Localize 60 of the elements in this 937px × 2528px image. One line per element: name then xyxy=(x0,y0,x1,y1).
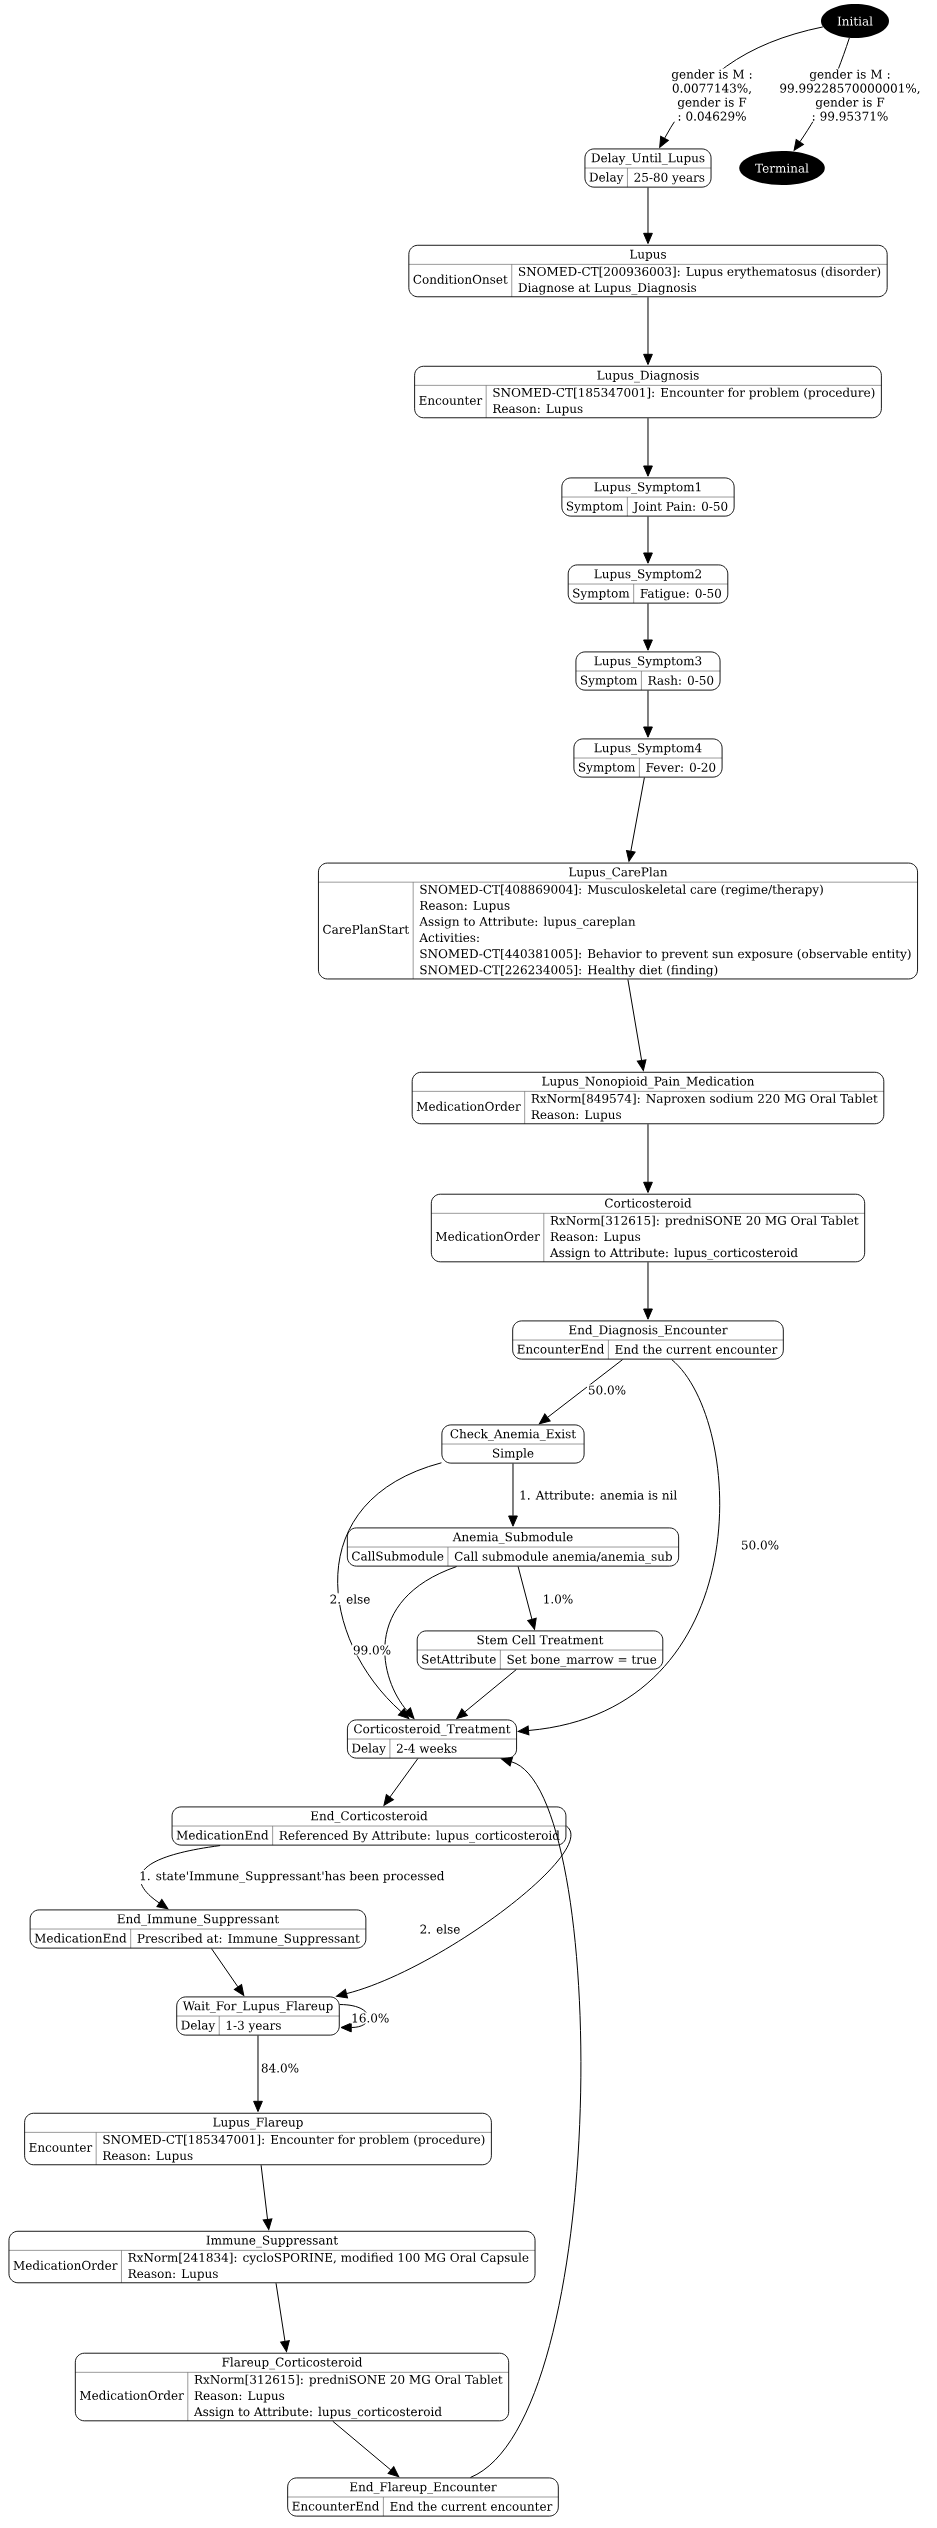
arrow xyxy=(643,187,653,244)
arrow xyxy=(260,2164,273,2231)
arrow xyxy=(469,1757,581,2478)
edge-label: 50.0% xyxy=(586,1384,628,1396)
arrow xyxy=(210,1948,245,1996)
state-box: Lupus_CarePlan CarePlanStart SNOMED-CT[408869004]: Musculoskeletal care (regime/therapy) Reason: Lupus Assign to Attribute: lupus_careplan Activities: SNOMED-CT[440381005]: Behavior to prevent sun exposure (observable entity) SNOMED-CT[226234005]: Healthy diet (finding) xyxy=(318,862,918,980)
edge-label: 50.0% xyxy=(739,1539,781,1551)
edge-label: 84.0% xyxy=(259,2062,301,2074)
arrow xyxy=(517,1566,537,1630)
state-box: Wait_For_Lupus_Flareup Delay 1-3 years xyxy=(176,1996,340,2036)
edge-label: 1. Attribute: anemia is nil xyxy=(518,1489,679,1501)
edge-label: 99.0% xyxy=(351,1644,393,1656)
edge-label: 1.0% xyxy=(541,1593,575,1605)
arrow xyxy=(508,1463,518,1527)
arrow xyxy=(643,296,653,365)
arrow xyxy=(456,1669,517,1720)
arrow xyxy=(626,777,645,862)
state-box: Lupus_Diagnosis Encounter SNOMED-CT[185347001]: Encounter for problem (procedure) Reason: Lupus xyxy=(414,365,882,419)
edge-label: gender is M : 0.0077143%, gender is F : 0.04629% xyxy=(667,68,757,122)
state-box: Lupus_Symptom4 Symptom Fever: 0-20 xyxy=(573,738,723,778)
arrow xyxy=(643,1123,653,1193)
state-box: Lupus_Flareup Encounter SNOMED-CT[185347001]: Encounter for problem (procedure) Reason: Lupus xyxy=(24,2112,492,2166)
state-box: Flareup_Corticosteroid MedicationOrder RxNorm[312615]: predniSONE 20 MG Oral Tablet Reason: Lupus Assign to Attribute: lupus_corticosteroid xyxy=(74,2352,510,2422)
arrow xyxy=(627,978,647,1072)
arrow xyxy=(336,1825,572,1999)
arrow xyxy=(643,417,653,477)
state-box: Lupus_Nonopioid_Pain_Medication MedicationOrder RxNorm[849574]: Naproxen sodium 220 MG Oral Tablet Reason: Lupus xyxy=(411,1071,885,1125)
arrow xyxy=(253,2035,263,2112)
state-box: Lupus_Symptom3 Symptom Rash: 0-50 xyxy=(575,651,721,691)
state-box: Lupus_Symptom2 Symptom Fatigue: 0-50 xyxy=(567,564,729,604)
edge-label: 2. else xyxy=(418,1923,462,1935)
state-box: Anemia_Submodule CallSubmodule Call submodule anemia/anemia_sub xyxy=(346,1527,680,1567)
arrow xyxy=(517,1359,720,1736)
arrow xyxy=(643,1261,653,1320)
state-box: Corticosteroid MedicationOrder RxNorm[312615]: predniSONE 20 MG Oral Tablet Reason: Lupus Assign to Attribute: lupus_corticosteroid xyxy=(430,1193,866,1263)
arrow xyxy=(643,603,653,651)
state-box: Lupus ConditionOnset SNOMED-CT[200936003]: Lupus erythematosus (disorder) Diagnose at Lupus_Diagnosis xyxy=(408,244,888,298)
state-box: End_Diagnosis_Encounter EncounterEnd End the current encounter xyxy=(512,1320,784,1360)
arrow xyxy=(339,2004,369,2033)
state-box: End_Flareup_Encounter EncounterEnd End the current encounter xyxy=(287,2477,559,2517)
edge-label: 16.0% xyxy=(350,2012,391,2024)
state-box: Check_Anemia_Exist Simple xyxy=(441,1424,585,1464)
arrow xyxy=(275,2282,290,2352)
arrow xyxy=(337,1462,442,1720)
state-box: Corticosteroid_Treatment Delay 2-4 weeks xyxy=(346,1719,518,1759)
arrow xyxy=(643,690,653,738)
edge-label: gender is M : 99.99228570000001%, gender is F : 99.95371% xyxy=(774,68,926,122)
arrow xyxy=(538,1359,624,1425)
arrow xyxy=(140,1845,221,1910)
arrow xyxy=(383,1758,419,1806)
state-box: Lupus_Symptom1 Symptom Joint Pain: 0-50 xyxy=(561,477,735,517)
arrow xyxy=(643,516,653,564)
state-box: Stem Cell Treatment SetAttribute Set bone_marrow = true xyxy=(416,1630,664,1670)
arrow xyxy=(332,2420,400,2478)
edge-label: 1. state'Immune_Suppressant'has been processed xyxy=(138,1870,446,1884)
state-box: Delay_Until_Lupus Delay 25-80 years xyxy=(584,148,712,188)
edge-label: 2. else xyxy=(328,1593,372,1605)
state-box: End_Immune_Suppressant MedicationEnd Prescribed at: Immune_Suppressant xyxy=(29,1909,367,1949)
arrow xyxy=(384,1566,458,1719)
state-box: Immune_Suppressant MedicationOrder RxNorm[241834]: cycloSPORINE, modified 100 MG Oral Capsule Reason: Lupus xyxy=(8,2230,536,2284)
